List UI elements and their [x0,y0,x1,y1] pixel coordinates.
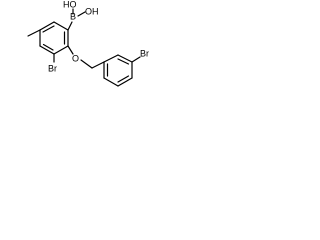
phenyl-ring-right [103,54,133,87]
ring-right-double-bond-1 [117,58,130,65]
boronic-acid-group: B HO OH [63,0,99,31]
ring-oxygen-bond [67,45,74,55]
oxygen-methylene-bond [80,59,93,69]
ring-left-bond-5 [39,45,55,55]
hydroxyl-right-label: OH [85,6,99,16]
ring-right-bond-4 [117,77,133,87]
phenyl-ring-left [39,21,69,55]
ring-right-double-bond-2 [117,75,130,83]
ring-left-bond-2 [53,21,69,31]
ring-right-bond-1 [103,54,119,63]
chemical-structure: B HO OH Br O Br [27,0,149,87]
methyl-bond [27,29,41,37]
ring-left-double-bond-3 [42,43,54,51]
ring-left-bond-4 [53,45,69,55]
hydroxyl-left-label: HO [63,0,77,9]
ring-left-bond-1 [39,21,55,31]
boron-hydroxyl-right-bond [77,11,86,17]
ring-boron-bond [67,21,73,31]
ring-right-bromine-bond [131,56,141,63]
oxygen-ether-label: O [72,53,79,63]
boron-label: B [70,11,76,21]
ring-left-double-bond-1 [42,25,55,33]
bromine-ring-label: Br [48,63,57,73]
bromine-benzyl-label: Br [140,48,149,58]
ring-right-bond-5 [103,77,119,87]
methylene-ring-bond [91,61,105,69]
ring-right-bond-2 [117,54,133,63]
benzyl-ether-linkage: O [67,45,105,69]
